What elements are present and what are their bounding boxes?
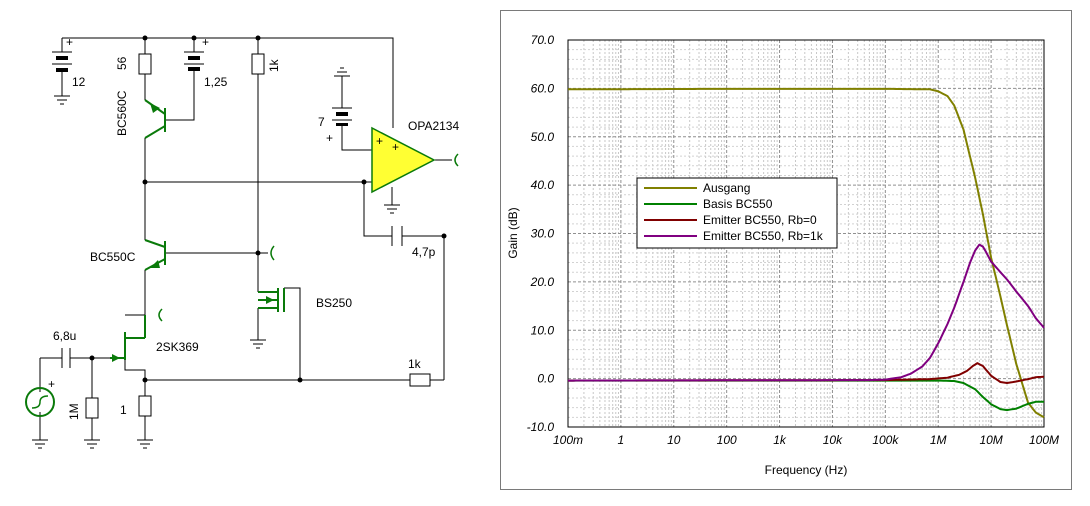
capacitor-4-7p (391, 226, 403, 246)
y-axis-label: Gain (dB) (506, 207, 520, 258)
x-tick-label: 1 (618, 433, 625, 447)
signal-source: + (25, 377, 55, 417)
bode-plot-panel: 70.0 60.0 50.0 40.0 30.0 20.0 10.0 0.0 -10.0 100… (500, 10, 1072, 490)
x-tick-label: 100M (1029, 433, 1059, 447)
legend-entry: Emitter BC550, Rb=1k (703, 229, 824, 243)
y-tick-label: -10.0 (527, 420, 555, 434)
transistor-2sk369 (110, 315, 146, 362)
legend-entry: Emitter BC550, Rb=0 (703, 213, 817, 227)
label-bc560c: BC560C (115, 90, 129, 136)
resistor-1k-feedback (409, 373, 431, 387)
svg-text:+: + (392, 140, 399, 154)
wire-mosfet (257, 253, 301, 380)
label-cap-4-7p: 4,7p (412, 245, 436, 259)
legend-entry: Ausgang (703, 181, 750, 195)
label-res-1k-top: 1k (267, 58, 281, 72)
junction-dots (89, 35, 447, 383)
x-axis-label: Frequency (Hz) (765, 463, 848, 477)
y-tick-label: 70.0 (531, 33, 555, 47)
y-tick-label: 10.0 (531, 323, 555, 337)
label-battery-main: 12 (72, 75, 86, 89)
label-opamp: OPA2134 (408, 119, 459, 133)
label-res-1k-feedback: 1k (408, 357, 422, 371)
label-cap-6-8u: 6,8u (53, 329, 76, 343)
wire-bias-branch (165, 38, 195, 121)
label-res-1: 1 (120, 403, 127, 417)
x-tick-label: 10M (979, 433, 1002, 447)
x-tick-label: 10 (667, 433, 681, 447)
x-tick-label: 1M (930, 433, 947, 447)
y-tick-label: 50.0 (531, 130, 555, 144)
series-lines (568, 87, 1045, 419)
resistor-1M (85, 397, 99, 419)
legend-entry: Basis BC550 (703, 197, 773, 211)
transistor-bc550c (144, 239, 166, 271)
label-bc550c: BC550C (90, 250, 136, 264)
capacitor-6-8u (61, 348, 71, 368)
wire-jfet (124, 314, 146, 380)
resistor-1k-top (251, 53, 265, 75)
svg-text:+: + (326, 131, 333, 145)
y-tick-labels: 70.0 60.0 50.0 40.0 30.0 20.0 10.0 0.0 -10.0 (527, 33, 555, 434)
label-battery-bias: 1,25 (204, 75, 228, 89)
resistor-56 (138, 53, 152, 75)
y-tick-label: 30.0 (531, 227, 555, 241)
output-pins (158, 153, 459, 322)
label-res-1M: 1M (67, 403, 81, 420)
x-tick-label: 100 (717, 433, 737, 447)
svg-text:+: + (376, 134, 383, 148)
x-tick-label: 100k (872, 433, 899, 447)
x-tick-label: 1k (773, 433, 787, 447)
y-tick-label: 20.0 (530, 275, 555, 289)
svg-text:+: + (66, 35, 73, 49)
plot-area-frame (567, 39, 1045, 428)
y-tick-label: 60.0 (531, 81, 555, 95)
label-res-56: 56 (115, 56, 129, 70)
svg-text:+: + (202, 35, 209, 49)
opamp-triangle: + + (371, 126, 436, 194)
circuit-schematic: + + + + + (25, 35, 459, 449)
battery-1-25: + (184, 35, 209, 71)
label-2sk369: 2SK369 (156, 340, 199, 354)
y-tick-label: 0.0 (537, 372, 554, 386)
svg-text:+: + (48, 377, 55, 391)
transistor-bs250 (258, 288, 285, 312)
series-line (568, 87, 1045, 419)
series-line (568, 379, 1044, 412)
x-tick-label: 100m (553, 433, 583, 447)
y-tick-label: 40.0 (531, 178, 555, 192)
x-tick-label: 10k (823, 433, 843, 447)
wire-top-rail (62, 37, 394, 128)
wire-inverting-input (363, 182, 445, 380)
series-line (568, 243, 1045, 382)
label-bs250: BS250 (316, 296, 352, 310)
wire-opamp-battery (341, 76, 372, 151)
battery-7: + (326, 107, 352, 145)
x-tick-labels: 100m 1 10 100 1k 10k 100k 1M 10M 100M (553, 433, 1059, 447)
ground-symbols (32, 67, 400, 449)
battery-12: + (52, 35, 73, 72)
transistor-bc560c (144, 99, 166, 139)
label-battery-opamp: 7 (318, 115, 325, 129)
wire-input (39, 357, 125, 440)
bode-plot: 70.0 60.0 50.0 40.0 30.0 20.0 10.0 0.0 -10.0 100… (506, 33, 1059, 477)
resistor-1 (138, 395, 152, 417)
